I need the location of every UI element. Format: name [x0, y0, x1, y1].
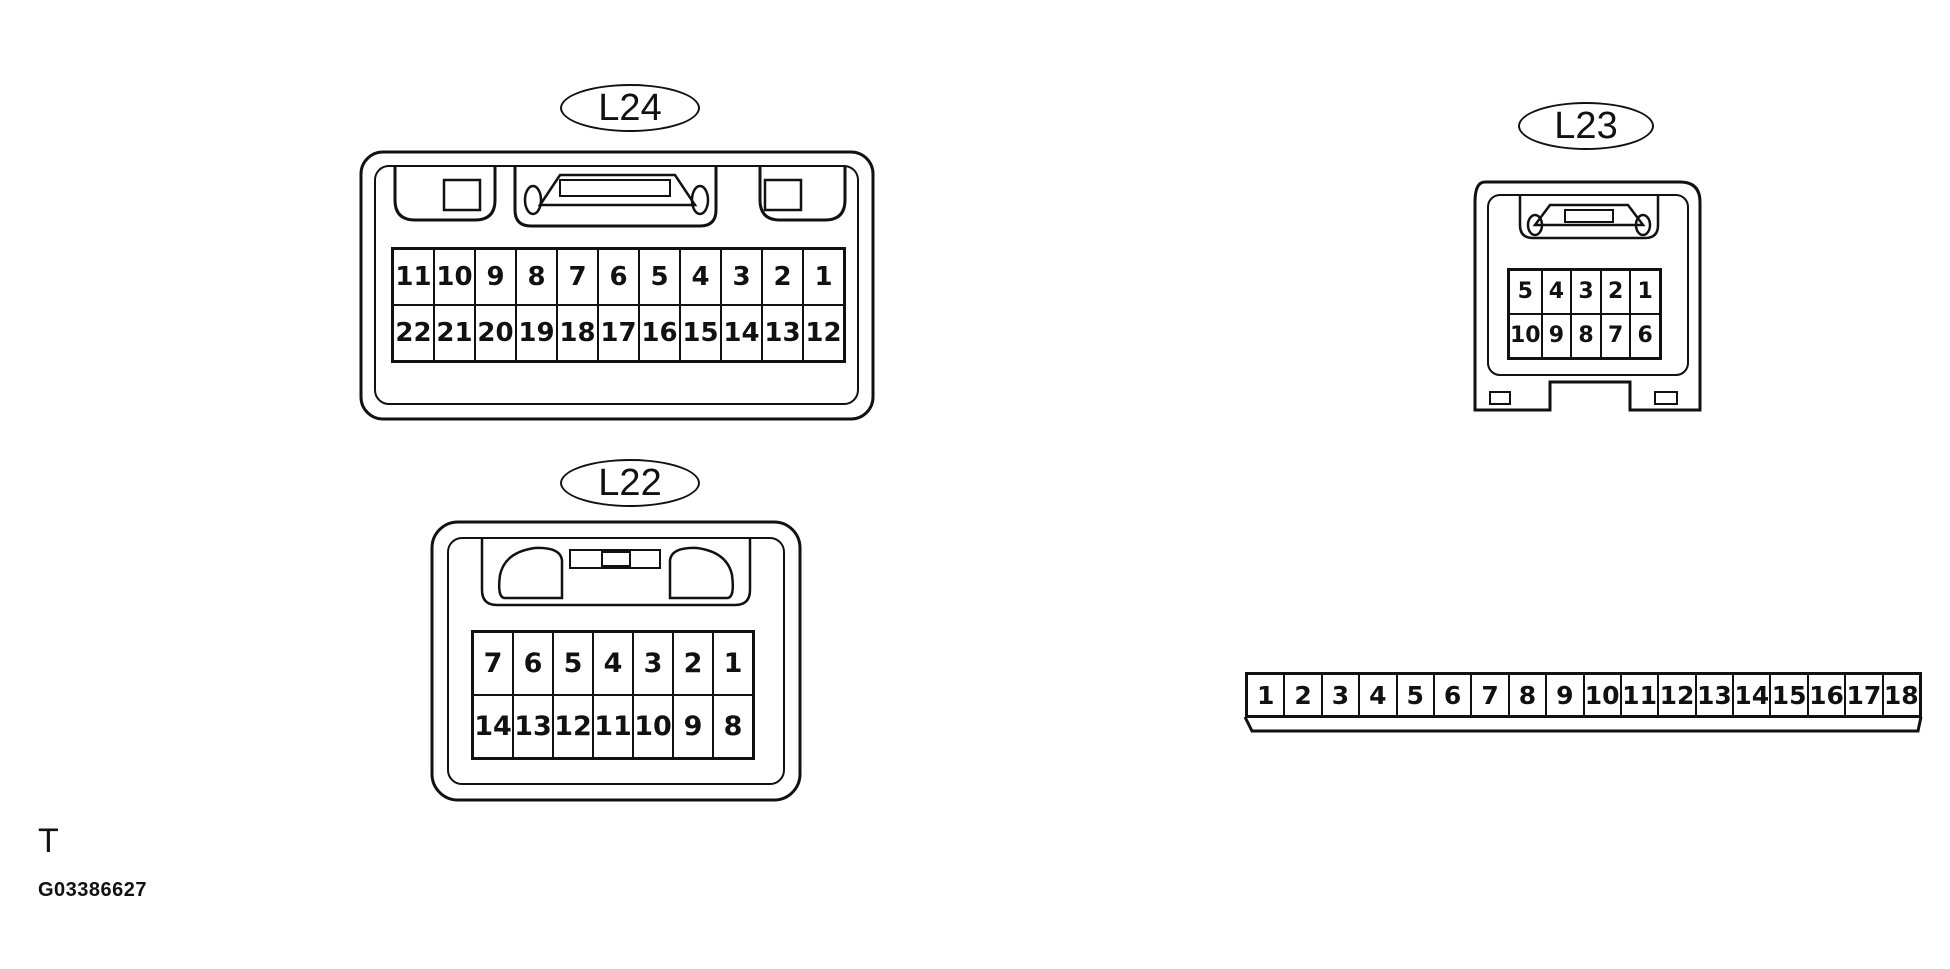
pin-cell: 12	[803, 305, 844, 361]
pin-cell: 2	[762, 249, 803, 305]
pin-cell: 2	[1600, 270, 1631, 314]
pin-cell: 15	[680, 305, 721, 361]
pin-cell: 11	[593, 695, 633, 758]
connector-l22-tag: L22	[560, 459, 700, 507]
pin-cell: 9	[1546, 674, 1584, 716]
pin-cell: 6	[1630, 314, 1660, 358]
pin-cell: 20	[475, 305, 516, 361]
connector-l24-tag: L24	[560, 84, 700, 132]
pin-cell: 15	[1770, 674, 1808, 716]
pin-cell: 8	[713, 695, 753, 758]
pin-cell: 3	[1571, 270, 1601, 314]
pin-cell: 2	[673, 632, 713, 695]
pin-cell: 14	[473, 695, 513, 758]
pin-cell: 19	[516, 305, 557, 361]
pin-cell: 16	[1807, 674, 1846, 716]
pin-cell: 4	[1359, 674, 1397, 716]
pin-cell: 12	[553, 695, 593, 758]
pin-cell: 14	[721, 305, 762, 361]
pin-cell: 9	[673, 695, 713, 758]
pin-cell: 11	[1620, 674, 1659, 716]
pin-cell: 3	[633, 632, 673, 695]
pin-cell: 5	[1509, 270, 1542, 314]
pin-cell: 5	[1396, 674, 1434, 716]
pin-cell: 10	[1509, 314, 1542, 358]
pin-cell: 10	[633, 695, 673, 758]
pin-cell: 6	[1433, 674, 1472, 716]
connector-l23-tag: L23	[1518, 102, 1654, 150]
pin-cell: 13	[513, 695, 553, 758]
pin-cell: 7	[1471, 674, 1509, 716]
pin-cell: 7	[557, 249, 598, 305]
pin-cell: 7	[1600, 314, 1631, 358]
pin-cell: 12	[1658, 674, 1696, 716]
diagram-mark: T	[38, 822, 59, 860]
pin-cell: 4	[593, 632, 633, 695]
pin-cell: 21	[434, 305, 475, 361]
pin-cell: 8	[1508, 674, 1547, 716]
pin-cell: 18	[557, 305, 598, 361]
pin-cell: 6	[513, 632, 553, 695]
pin-cell: 1	[803, 249, 844, 305]
pin-cell: 4	[1541, 270, 1572, 314]
pin-cell: 3	[1321, 674, 1360, 716]
pin-cell: 22	[393, 305, 434, 361]
pin-cell: 7	[473, 632, 513, 695]
pin-cell: 10	[434, 249, 475, 305]
pin-cell: 1	[713, 632, 753, 695]
pin-cell: 1	[1630, 270, 1660, 314]
pin-cell: 10	[1583, 674, 1621, 716]
pin-cell: 11	[393, 249, 434, 305]
pin-cell: 13	[762, 305, 803, 361]
pin-cell: 4	[680, 249, 721, 305]
pin-cell: 5	[639, 249, 680, 305]
pin-cell: 18	[1882, 674, 1920, 716]
pin-cell: 3	[721, 249, 762, 305]
pin-cell: 6	[598, 249, 639, 305]
pin-cell: 8	[516, 249, 557, 305]
pin-cell: 5	[553, 632, 593, 695]
pin-cell: 8	[1571, 314, 1601, 358]
pin-cell: 17	[598, 305, 639, 361]
pin-cell: 9	[1541, 314, 1572, 358]
pin-cell: 2	[1284, 674, 1322, 716]
pin-cell: 13	[1695, 674, 1734, 716]
pin-cell: 16	[639, 305, 680, 361]
pin-cell: 17	[1845, 674, 1883, 716]
pin-cell: 9	[475, 249, 516, 305]
diagram-code: G03386627	[38, 879, 148, 901]
pin-cell: 1	[1247, 674, 1285, 716]
pin-cell: 14	[1733, 674, 1771, 716]
